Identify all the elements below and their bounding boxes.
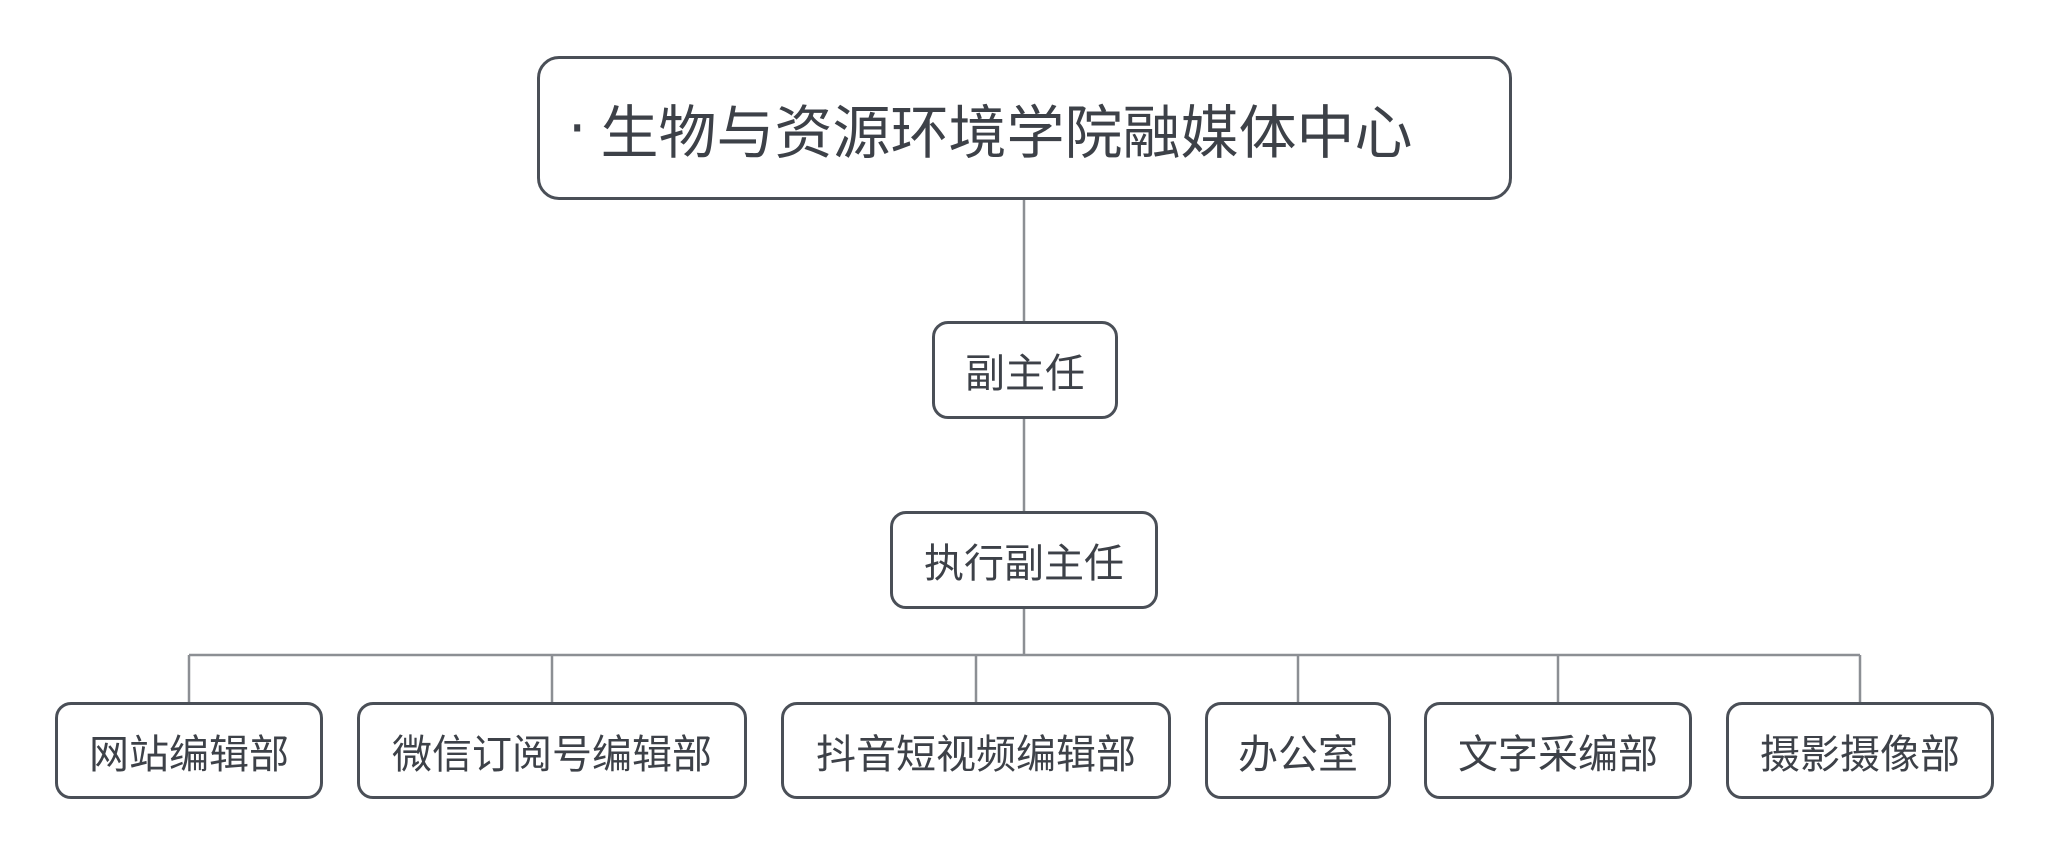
department-label: 网站编辑部 <box>89 731 289 778</box>
department-node-douyin: 抖音短视频编辑部 <box>781 702 1171 799</box>
root-node: · 生物与资源环境学院融媒体中心 <box>537 56 1512 200</box>
deputy-director-node: 副主任 <box>932 321 1118 419</box>
deputy-director-label: 副主任 <box>965 351 1085 397</box>
department-node-text-editing: 文字采编部 <box>1424 702 1692 799</box>
root-node-label: 生物与资源环境学院融媒体中心 <box>600 99 1413 167</box>
department-node-photography: 摄影摄像部 <box>1726 702 1994 799</box>
department-label: 抖音短视频编辑部 <box>816 731 1136 778</box>
department-label: 摄影摄像部 <box>1760 731 1960 778</box>
department-node-office: 办公室 <box>1205 702 1391 799</box>
department-label: 文字采编部 <box>1458 731 1658 778</box>
executive-deputy-director-node: 执行副主任 <box>890 511 1158 609</box>
executive-deputy-director-label: 执行副主任 <box>924 541 1124 587</box>
department-node-wechat: 微信订阅号编辑部 <box>357 702 747 799</box>
root-bullet: · <box>568 94 587 162</box>
department-node-website: 网站编辑部 <box>55 702 323 799</box>
department-label: 微信订阅号编辑部 <box>392 731 712 778</box>
department-label: 办公室 <box>1238 731 1358 778</box>
